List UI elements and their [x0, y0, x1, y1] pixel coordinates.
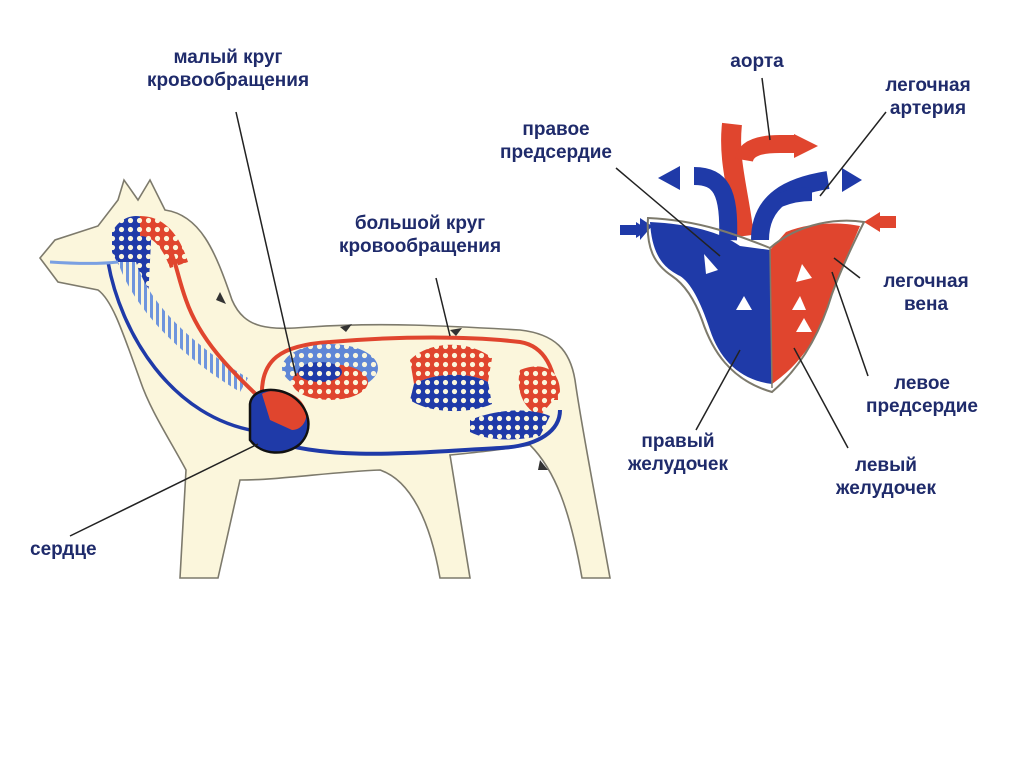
label-systemic-circuit: большой круг кровообращения	[338, 213, 502, 257]
label-left-ventricle: левый желудочек	[835, 455, 936, 499]
dog-vessels	[49, 216, 562, 470]
label-aorta: аорта	[730, 51, 784, 72]
heart-diagram	[620, 122, 896, 394]
label-pulmonary-vein: легочная вена	[883, 271, 969, 315]
label-heart: сердце	[30, 539, 97, 560]
label-left-atrium: левое предсердие	[865, 373, 979, 417]
label-pulmonary-artery: легочная артерия	[885, 75, 971, 119]
label-pulmonary-circuit: малый круг кровообращения	[146, 47, 310, 91]
label-right-ventricle: правый желудочек	[627, 431, 728, 475]
label-right-atrium: правое предсердие	[499, 119, 613, 163]
leader-lines	[69, 77, 887, 537]
